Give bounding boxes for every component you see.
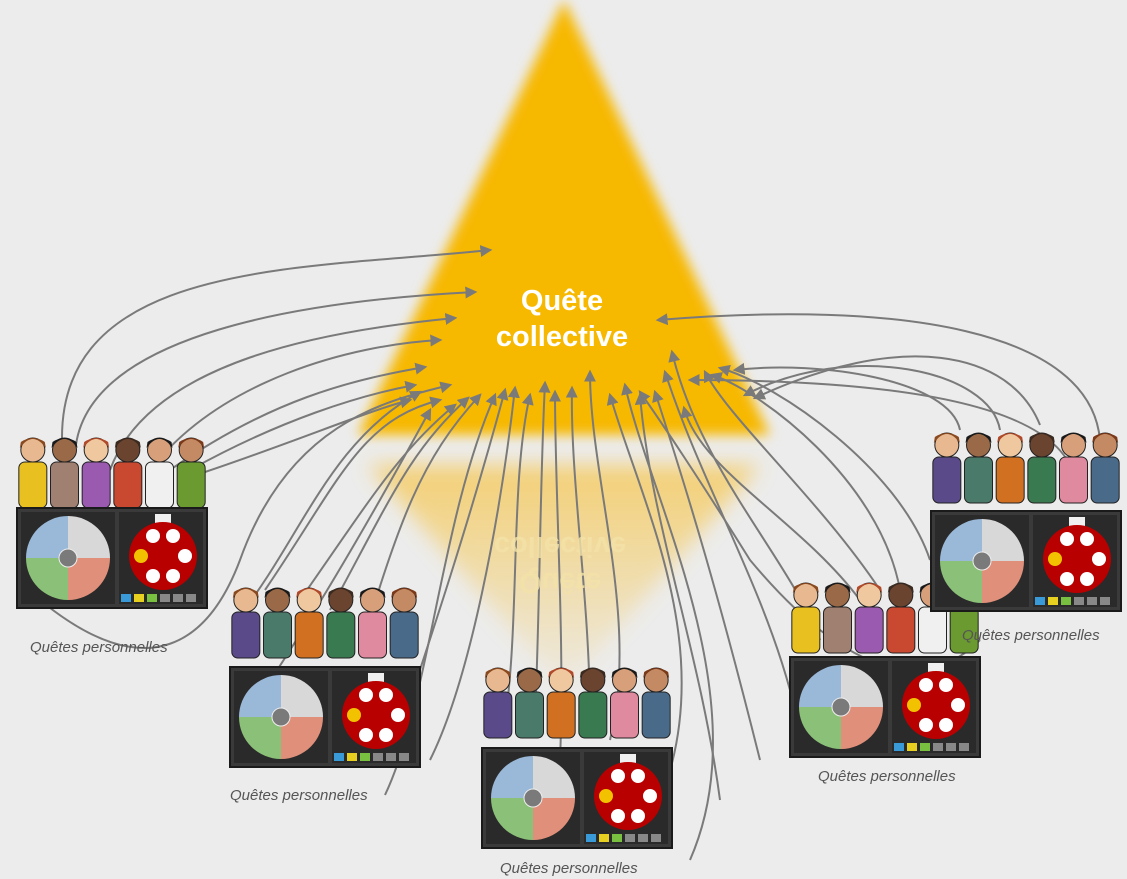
game-board <box>482 748 672 848</box>
game-board <box>931 511 1121 611</box>
person-figure <box>114 438 142 508</box>
person-figure <box>547 668 575 738</box>
group-center <box>482 668 672 848</box>
game-board <box>17 508 207 608</box>
person-figure <box>232 588 260 658</box>
group-center-left <box>230 588 420 767</box>
person-figure <box>390 588 418 658</box>
person-figure <box>933 433 961 503</box>
person-figure <box>82 438 110 508</box>
person-figure <box>887 583 915 653</box>
person-figure <box>824 583 852 653</box>
person-figure <box>579 668 607 738</box>
collective-triangle <box>358 0 770 435</box>
group-right <box>931 433 1121 611</box>
person-figure <box>327 588 355 658</box>
person-figure <box>792 583 820 653</box>
central-title-line1: Quête <box>480 283 644 319</box>
person-figure <box>855 583 883 653</box>
person-figure <box>965 433 993 503</box>
caption-group-center-right: Quêtes personnelles <box>818 768 956 785</box>
central-title-line2: collective <box>480 319 644 355</box>
caption-group-center-left: Quêtes personnelles <box>230 787 368 804</box>
caption-group-left: Quêtes personnelles <box>30 639 168 656</box>
connection-arrow <box>735 368 960 431</box>
central-title: Quête collective <box>480 283 644 355</box>
caption-group-right: Quêtes personnelles <box>962 627 1100 644</box>
connection-arrow <box>640 395 720 800</box>
person-figure <box>996 433 1024 503</box>
person-figure <box>19 438 47 508</box>
person-figure <box>1060 433 1088 503</box>
person-figure <box>516 668 544 738</box>
person-figure <box>359 588 387 658</box>
person-figure <box>264 588 292 658</box>
person-figure <box>1091 433 1119 503</box>
person-figure <box>642 668 670 738</box>
game-board <box>790 657 980 757</box>
game-board <box>230 667 420 767</box>
central-title-reflection: Quête collective <box>470 528 650 600</box>
person-figure <box>611 668 639 738</box>
caption-group-center: Quêtes personnelles <box>500 860 638 877</box>
person-figure <box>1028 433 1056 503</box>
person-figure <box>484 668 512 738</box>
central-title-reflection-line2: collective <box>470 528 650 564</box>
person-figure <box>51 438 79 508</box>
person-figure <box>295 588 323 658</box>
person-figure <box>177 438 205 508</box>
central-title-reflection-line1: Quête <box>470 564 650 600</box>
person-figure <box>146 438 174 508</box>
